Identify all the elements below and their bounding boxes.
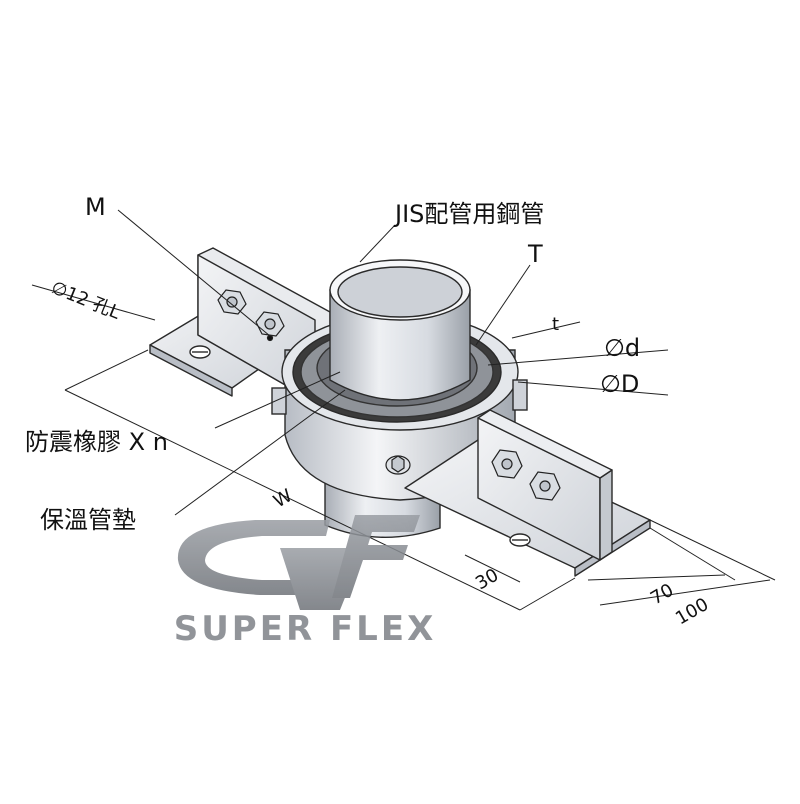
right-bolts xyxy=(491,449,561,501)
label-bolt-m: M xyxy=(85,193,106,221)
label-thickness-lower: t xyxy=(552,314,559,335)
leader-insulation xyxy=(174,389,346,516)
bolt-right-1 xyxy=(491,449,523,479)
dim-w-ext-left xyxy=(64,349,149,391)
label-hole: ∅12 孔L xyxy=(48,277,123,324)
left-base-plate-edge xyxy=(149,344,233,397)
dim-70-line xyxy=(587,574,726,581)
right-vertical-plate-edge xyxy=(599,469,613,561)
label-insulation: 保溫管墊 xyxy=(40,506,136,534)
leader-outer-diameter xyxy=(517,381,669,396)
label-thickness-upper: T xyxy=(527,240,543,268)
label-outer-diameter: ∅D xyxy=(600,370,639,398)
leader-thickness-t-lower xyxy=(511,321,581,339)
dim-70-ext xyxy=(649,527,736,581)
label-inner-diameter: ∅d xyxy=(604,334,640,362)
bolt-right-2 xyxy=(529,471,561,501)
brand-logo: SUPER FLEX xyxy=(174,515,437,649)
brand-name: SUPER FLEX xyxy=(174,609,437,649)
leader-pipe xyxy=(359,224,396,263)
pipe-upper xyxy=(329,259,471,401)
leader-inner-diameter xyxy=(487,349,669,366)
label-width: W xyxy=(270,485,296,512)
dim-w-line xyxy=(64,389,521,611)
leader-lines xyxy=(31,209,669,516)
clamp-ear-right xyxy=(512,379,528,411)
brand-monogram xyxy=(177,515,420,610)
bolt-m xyxy=(217,289,247,315)
dimension-lines xyxy=(64,349,776,611)
dim-w-ext-right xyxy=(519,577,576,611)
clamp-screw xyxy=(385,455,411,475)
dim-100-line xyxy=(599,579,771,606)
left-bolts xyxy=(217,289,285,342)
dim-100-ext xyxy=(649,519,776,581)
label-pipe: JIS配管用鋼管 xyxy=(393,200,544,228)
clamp-ear-left xyxy=(271,387,287,415)
pipe-top-opening xyxy=(337,266,463,318)
dim-100: 100 xyxy=(672,594,712,629)
dim-70: 70 xyxy=(647,580,677,610)
dim-30-line xyxy=(464,554,521,583)
dim-30: 30 xyxy=(472,565,502,595)
leader-rubber xyxy=(214,371,341,429)
label-rubber: 防震橡膠 X n xyxy=(25,428,168,456)
leader-hole xyxy=(31,284,156,321)
right-top-lip xyxy=(477,409,613,479)
leader-bolt-m xyxy=(117,209,271,337)
leader-thickness-t-upper xyxy=(475,264,531,346)
